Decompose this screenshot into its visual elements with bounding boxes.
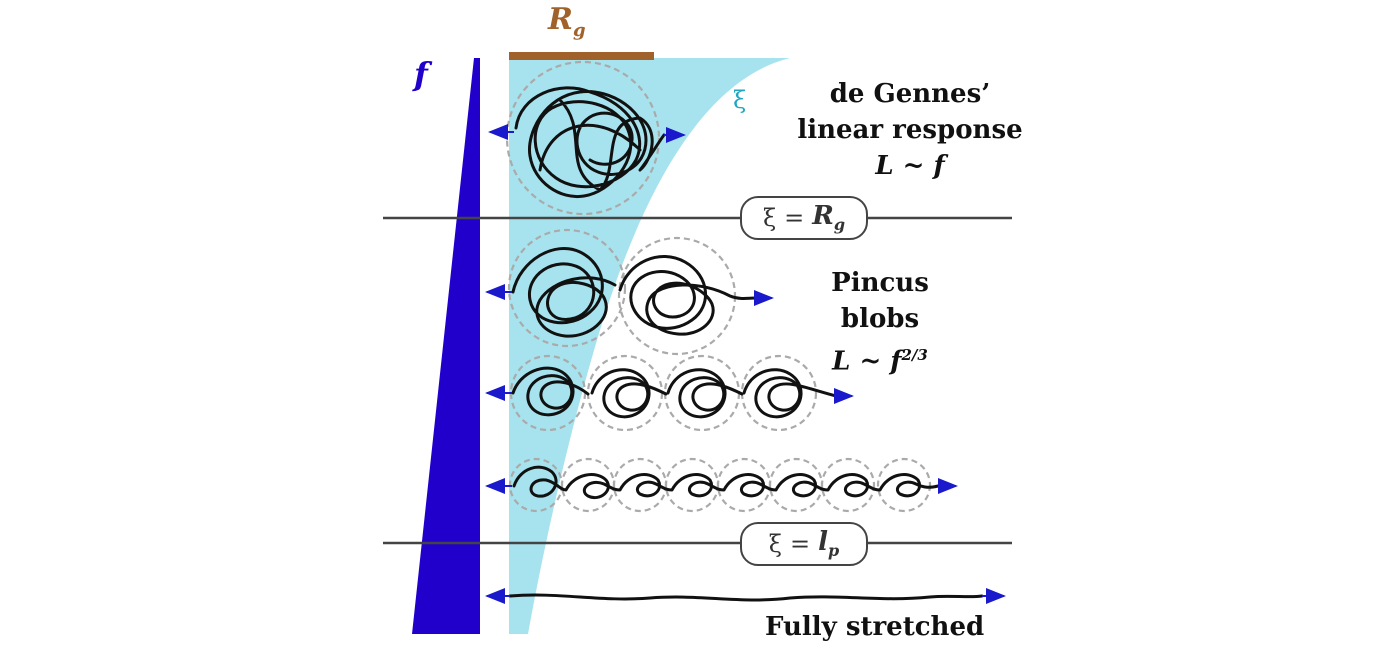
lp-symbol: lp	[818, 527, 840, 561]
force-arrows	[485, 124, 1006, 604]
blob-circle	[586, 354, 664, 432]
de-gennes-regime-label: de Gennes’ linear response L ~ f	[792, 76, 1028, 184]
polymer-chains	[508, 86, 984, 602]
de-gennes-law: L ~ f	[875, 151, 945, 181]
xi-symbol: ξ	[768, 530, 783, 558]
lower-boundary-pill: ξ = lp	[740, 522, 868, 566]
pincus-regime-label: Pincus blobs L ~ f2/3	[792, 265, 968, 380]
force-wedge	[412, 58, 480, 634]
de-gennes-title-line2: linear response	[797, 115, 1023, 145]
chain-blob	[511, 247, 617, 338]
chain-blob	[666, 368, 744, 419]
blob-circle	[740, 354, 818, 432]
equals-sign: =	[784, 204, 805, 232]
chain-coil-regime1	[514, 86, 666, 199]
chain-blob	[511, 366, 590, 417]
equals-sign: =	[790, 530, 811, 558]
chain-stretched	[508, 593, 984, 602]
chain-blob-row3	[512, 465, 940, 499]
rg-label: Rg	[548, 2, 586, 41]
upper-boundary-pill: ξ = Rg	[740, 196, 868, 240]
blob-size-region	[509, 58, 790, 634]
blob-circle	[876, 457, 932, 513]
pincus-title-line2: blobs	[840, 304, 920, 334]
fully-stretched-label: Fully stretched	[765, 612, 985, 642]
force-label: f	[414, 55, 428, 93]
chain-blob	[590, 368, 668, 419]
rg-symbol: Rg	[812, 201, 846, 235]
xi-label: ξ	[733, 86, 747, 114]
pincus-law: L ~ f2/3	[832, 346, 928, 377]
blob-circle-regime1	[505, 60, 661, 216]
blob-circle	[820, 457, 876, 513]
blob-circle	[617, 236, 737, 356]
chain-blob	[742, 368, 838, 419]
xi-symbol: ξ	[762, 204, 777, 232]
rg-bar	[509, 52, 654, 60]
blob-circle	[663, 354, 741, 432]
chain-blob	[618, 255, 758, 336]
pincus-title-line1: Pincus	[831, 268, 929, 298]
blob-circle	[507, 228, 627, 348]
de-gennes-title-line1: de Gennes’	[829, 79, 991, 109]
